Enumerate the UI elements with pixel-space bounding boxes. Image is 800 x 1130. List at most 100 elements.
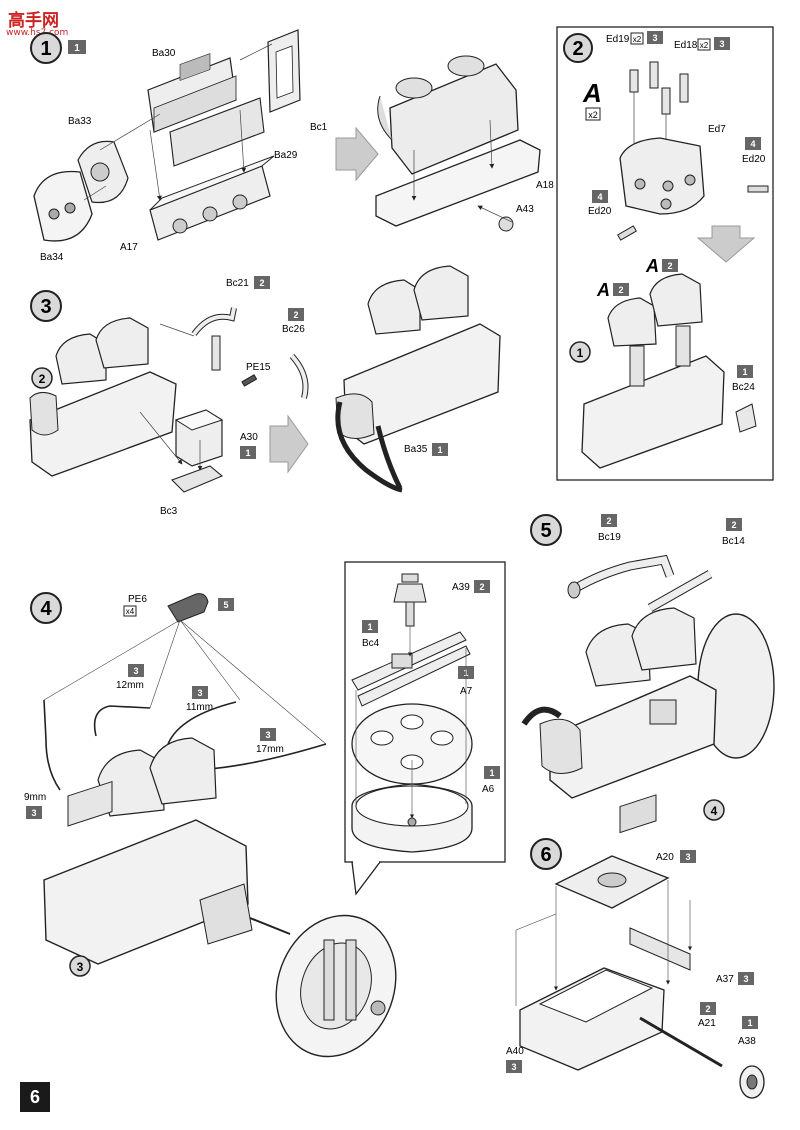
part-drawing-ed20-left: [617, 225, 637, 241]
a6-color-code: 1: [489, 768, 494, 778]
step-6-number: 6: [540, 844, 551, 866]
ed19-color-badge: [647, 31, 663, 44]
wire-11mm-color-badge: [192, 686, 208, 699]
part-drawing-a30: [174, 409, 224, 467]
ed19-color-code: 3: [652, 33, 657, 43]
step-5-number: 5: [540, 520, 551, 542]
bc14-color-code: 2: [731, 520, 736, 530]
part-drawing-bc21: [191, 307, 237, 336]
pe6-count: x4: [126, 607, 135, 616]
ed19-multiplier: x2: [633, 35, 642, 44]
ed20-right-color-code: 4: [750, 139, 755, 149]
step-6-circle: [530, 838, 562, 870]
label-bc3: Bc3: [160, 506, 178, 517]
a20-color-code: 3: [685, 852, 690, 862]
bc21-inner: [192, 307, 236, 336]
part-drawing-a20: [554, 855, 670, 909]
wire-11mm-measure: 11mm: [186, 702, 213, 713]
wire-9mm-measure: 9mm: [24, 792, 46, 803]
step-1-labels: Ba30 Ba33 Ba34 Bc1 Ba29 A17 A18 A43: [40, 48, 554, 263]
label-bc4: Bc4: [362, 638, 380, 649]
part-drawing-a38: [739, 1065, 765, 1099]
callout-a-2-color-code: 2: [667, 261, 672, 271]
a20-color-badge: [680, 850, 696, 863]
part-drawing-bc3: [171, 465, 224, 493]
step-2-count-box: [585, 107, 601, 121]
watermark-sub: www.hs7.com: [6, 28, 69, 38]
bc21-color-badge: [254, 276, 270, 289]
part-drawing-ed19-ed18: [629, 61, 689, 150]
bc19-color-badge: [601, 514, 617, 527]
label-a30: A30: [240, 432, 258, 443]
pe6-count-box: [123, 605, 137, 617]
step-5-ref-number: 4: [711, 804, 718, 818]
step-2-ref-circle: [569, 341, 591, 363]
label-ba33: Ba33: [68, 116, 92, 127]
callout-a-2-color-badge: [662, 259, 678, 272]
step-1-arrow-icon: [335, 126, 379, 182]
part-drawing-pe15: [241, 374, 258, 387]
bc26-color-badge: [288, 308, 304, 321]
label-bc24: Bc24: [732, 382, 755, 393]
label-ed20-left: Ed20: [588, 206, 612, 217]
ed18-multiplier-box: [697, 38, 711, 51]
a6-color-badge: [484, 766, 500, 779]
label-ed20-right: Ed20: [742, 154, 766, 165]
step-2-ref-number: 1: [577, 346, 584, 360]
bc26-color-code: 2: [293, 310, 298, 320]
wire-17mm-color-badge: [260, 728, 276, 741]
wire-12mm: 3 12mm: [116, 664, 144, 691]
label-ba34: Ba34: [40, 252, 64, 263]
wire-12mm-measure: 12mm: [116, 680, 144, 691]
step-4-engine: [43, 737, 291, 965]
step-2-subassembly-letter: A: [582, 78, 602, 108]
step-3-assembled-engine: [335, 265, 501, 445]
bc19-color-code: 2: [606, 516, 611, 526]
part-drawing-ed7: [619, 137, 705, 215]
bc14-color-badge: [726, 518, 742, 531]
part-drawing-a7: [351, 703, 473, 785]
step-1-number: 1: [40, 38, 51, 60]
label-a40: A40: [506, 1046, 524, 1057]
step-4-inset-pointer: [351, 861, 382, 896]
step-2-count: x2: [588, 110, 598, 120]
label-bc14: Bc14: [722, 536, 745, 547]
label-a37: A37: [716, 974, 734, 985]
wire-9mm: 9mm 3: [24, 792, 46, 819]
bc21-color-code: 2: [259, 278, 264, 288]
step-2-circle: [563, 33, 593, 63]
a40-color-code: 3: [511, 1062, 516, 1072]
step-3-ref-circle: [31, 367, 53, 389]
bc24-color-badge: [737, 365, 753, 378]
bc4-color-code: 1: [367, 622, 372, 632]
a21-color-badge: [700, 1002, 716, 1015]
watermark: 高手网 www.hs7.com: [6, 6, 76, 40]
step-5-ref-circle: [703, 799, 725, 821]
label-bc19: Bc19: [598, 532, 621, 543]
pe6-color-badge: [218, 598, 234, 611]
step-4-guide-lines: [43, 619, 327, 745]
wire-17mm: 3 17mm: [256, 728, 284, 755]
step-4-flywheel: [275, 914, 397, 1058]
step-3-ref-number: 2: [39, 372, 46, 386]
watermark-main: 高手网: [8, 11, 59, 31]
label-ba29: Ba29: [274, 150, 298, 161]
ba35-color-badge: [432, 443, 448, 456]
label-a6: A6: [482, 784, 495, 795]
wire-17mm-measure: 17mm: [256, 744, 284, 755]
step-4-inset: A39 2 1 Bc4 1: [344, 561, 506, 896]
a39-color-code: 2: [479, 582, 484, 592]
bc26-inner: [290, 354, 308, 399]
part-drawing-bc21-stem: [211, 335, 221, 371]
callout-a-2-letter: A: [645, 256, 659, 276]
callout-a-1-color-badge: [613, 283, 629, 296]
part-drawing-a21: [639, 1016, 723, 1068]
step-3-circle: [30, 290, 62, 322]
step-4-ref-circle: [69, 955, 91, 977]
step-2-arrow-icon: [696, 225, 756, 263]
ed18-multiplier: x2: [700, 41, 709, 50]
ed19-multiplier-box: [630, 32, 644, 45]
step-4-inset-guides: [355, 626, 467, 819]
part-drawing-ba30: [147, 57, 237, 133]
